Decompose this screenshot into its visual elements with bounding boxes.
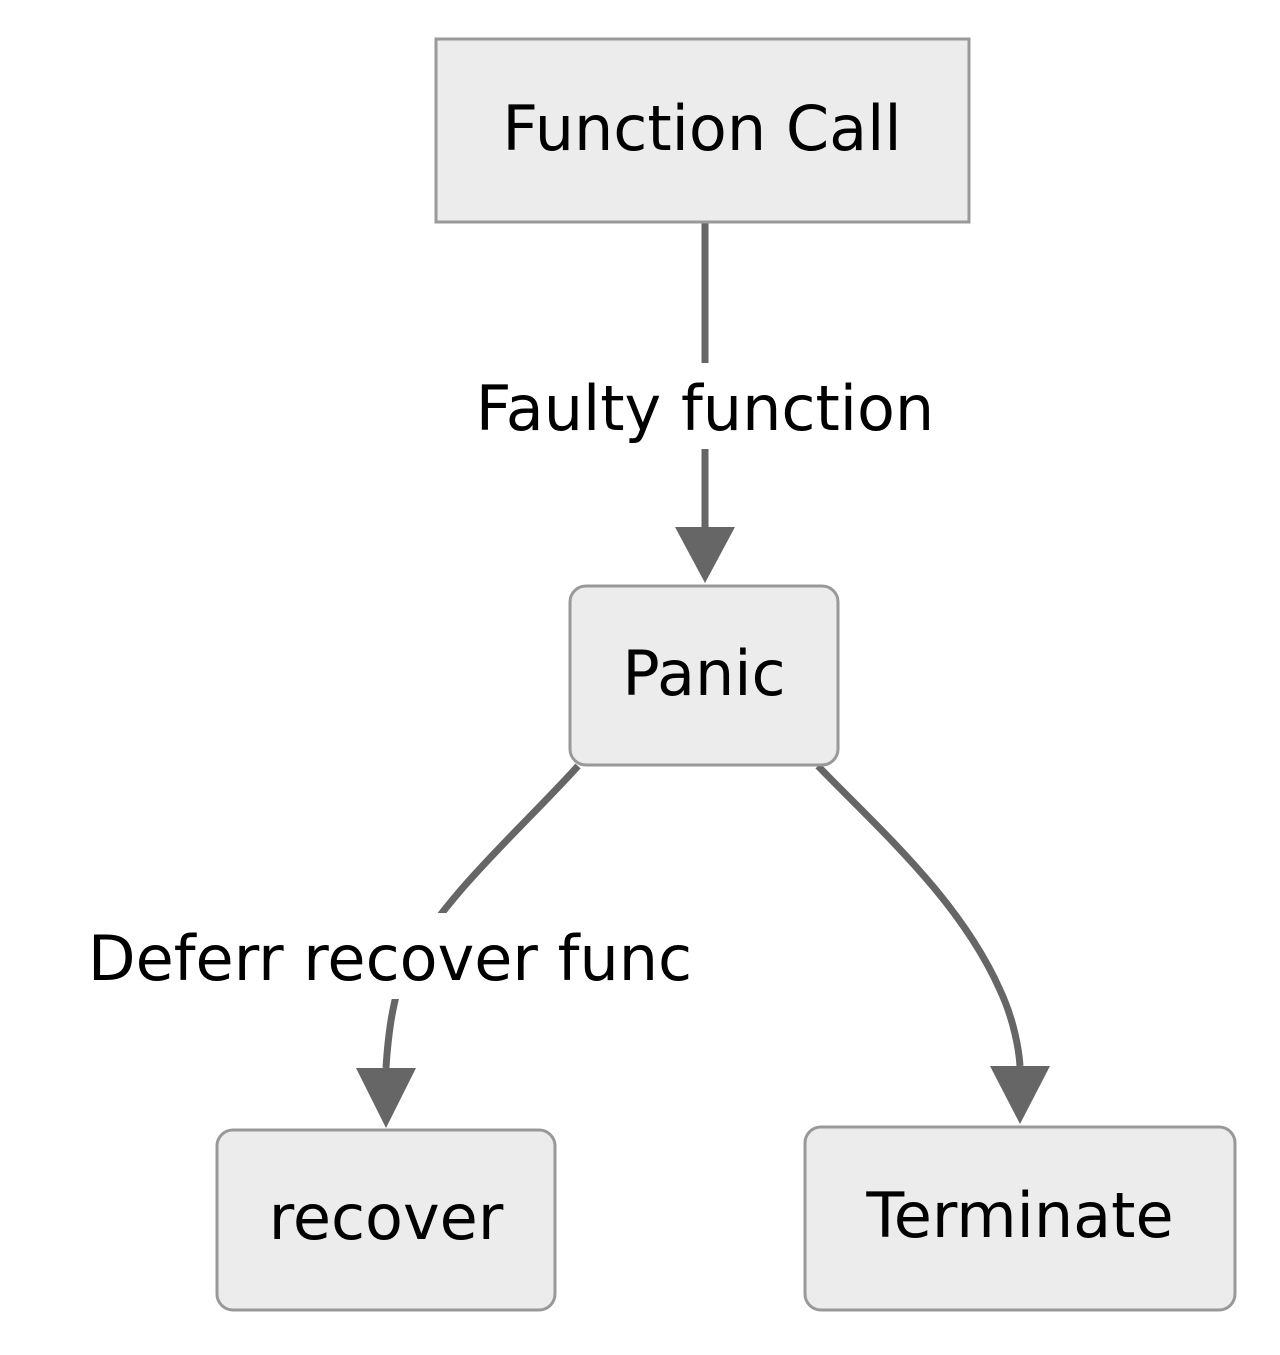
- node-panic[interactable]: Panic: [568, 584, 840, 767]
- node-label-function-call: Function Call: [502, 92, 901, 165]
- node-recover[interactable]: recover: [215, 1128, 557, 1312]
- edge-label-background-deferr-recover-func: [41, 913, 739, 999]
- node-shape-terminate[interactable]: [803, 1125, 1237, 1312]
- arrowhead-terminate: [990, 1066, 1050, 1124]
- node-shape-function-call[interactable]: [434, 37, 971, 224]
- node-shape-recover[interactable]: [215, 1128, 557, 1312]
- node-label-recover: recover: [269, 1181, 504, 1254]
- edge-panic-to-terminate: [815, 763, 1050, 1124]
- arrowhead-recover: [356, 1068, 416, 1128]
- edge-line-panic-terminate: [815, 763, 1024, 1067]
- node-label-terminate: Terminate: [865, 1179, 1173, 1252]
- edge-label-faulty-function: Faulty function: [437, 363, 973, 449]
- edge-label-text-deferr-recover-func: Deferr recover func: [88, 922, 692, 995]
- edge-label-deferr-recover-func: Deferr recover func: [41, 913, 739, 999]
- arrowhead-panic: [675, 527, 735, 583]
- node-label-panic: Panic: [622, 637, 785, 710]
- node-shape-panic[interactable]: [568, 584, 840, 767]
- edge-label-text-faulty-function: Faulty function: [476, 372, 934, 445]
- node-function-call[interactable]: Function Call: [434, 37, 971, 224]
- edge-label-background-faulty-function: [437, 363, 973, 449]
- node-terminate[interactable]: Terminate: [803, 1125, 1237, 1312]
